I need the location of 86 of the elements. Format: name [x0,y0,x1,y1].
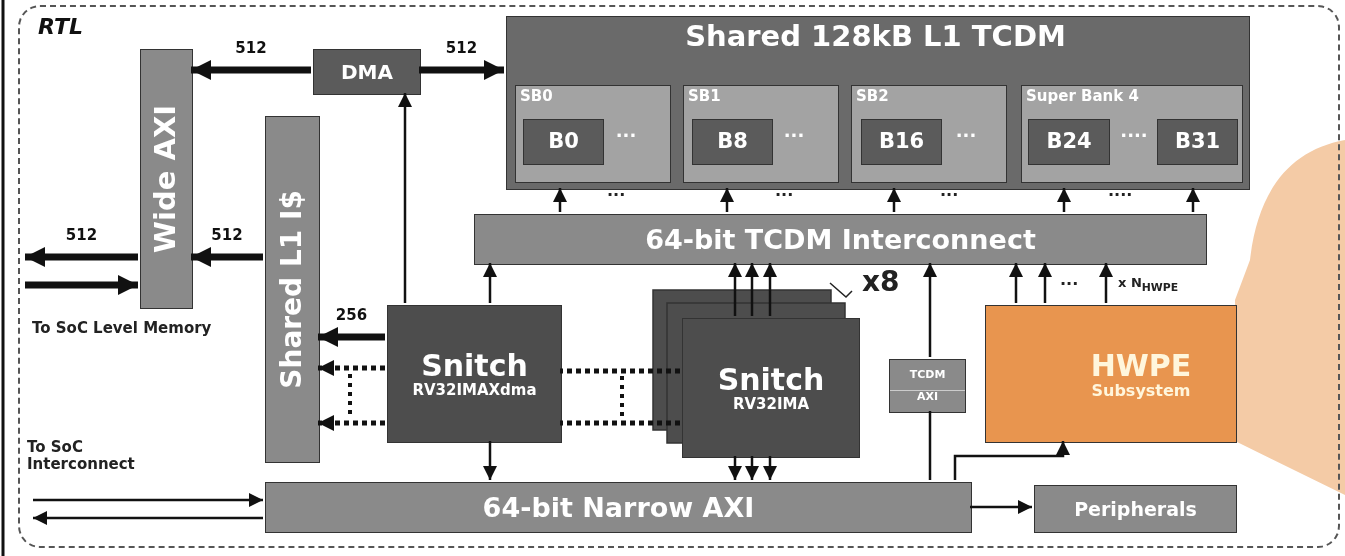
ellipsis: ···· [1108,186,1133,205]
block-subtitle: Subsystem [1091,381,1191,400]
interconnect-bar [474,214,1207,265]
block-title: SB0 [520,88,553,105]
block-title: SB2 [856,88,889,105]
peripherals-block [1034,485,1237,533]
accelerator-block [985,305,1237,443]
core-block [387,305,562,443]
arrow [398,93,412,303]
arrow [887,188,901,212]
bank-group [851,85,1007,183]
block-title: HWPE [1090,348,1192,382]
block-title: TCDM [908,368,947,382]
arrow [483,263,497,303]
bus-bar [265,482,972,533]
ellipsis: ··· [954,126,978,146]
memory-block [506,16,1250,190]
memory-bank [861,119,942,165]
ellipsis: ··· [614,126,638,146]
block-title: DMA [341,61,393,83]
block-title: Wide AXI [150,104,183,253]
cache-block [265,116,320,463]
ellipsis: ··· [1060,275,1079,294]
arrow [720,188,734,212]
bank-group [683,85,839,183]
bank-group [515,85,671,183]
core-block [682,318,860,458]
block-title: SB1 [688,88,721,105]
arrow [923,263,937,357]
note-text: To SoC Interconnect [27,439,136,474]
bus-block [140,49,193,309]
arrow [763,456,777,480]
block-title: Peripherals [1074,498,1197,520]
memory-bank [1028,119,1110,165]
block-subtitle: RV32IMA [732,396,810,413]
adapter-block [889,359,966,413]
block-subtitle: AXI [890,389,965,404]
memory-bank [1157,119,1238,165]
bank-group [1021,85,1243,183]
block-title: B0 [548,130,579,154]
arrow [191,247,263,267]
block-title: B8 [717,130,748,154]
block-title: Super Bank 4 [1026,88,1139,105]
arrow [191,60,311,80]
arrow [1038,263,1052,303]
dotted-arrow [318,415,385,431]
memory-bank [523,119,604,165]
arrow [33,493,263,507]
arrow [1009,263,1023,303]
ellipsis: ··· [940,186,959,205]
block-title: B24 [1046,130,1092,154]
arrow [728,263,742,316]
ellipsis: ··· [607,186,626,205]
ellipsis: ···· [1119,126,1149,146]
dotted-arrow [318,360,385,376]
block-title: Shared 128kB L1 TCDM [684,21,1067,53]
multiplier-label: x N$_{HWPE}$ [1118,276,1179,295]
arrow [970,500,1032,514]
arrow [553,188,567,212]
dma-block [313,49,421,95]
ellipsis: ··· [782,126,806,146]
arrow [419,60,504,80]
arrow [318,327,385,347]
block-title: Snitch [717,363,825,397]
cluster-frame [18,5,1340,548]
arrow [483,441,497,480]
block-title: Shared L1 I$ [277,190,308,389]
arrow [1099,263,1113,303]
arrow [745,456,759,480]
arrow [953,441,1070,480]
arrow [745,263,759,316]
arrow [1057,188,1071,212]
block-title: 64-bit TCDM Interconnect [645,224,1036,255]
arrow [763,263,777,316]
ellipsis: ··· [775,186,794,205]
block-subtitle: RV32IMAXdma [412,382,537,399]
block-title: 64-bit Narrow AXI [482,492,755,523]
arrow [1186,188,1200,212]
memory-bank [692,119,773,165]
arrow [33,511,263,525]
arrow [728,456,742,480]
block-title: B31 [1174,130,1221,154]
multiplier-label: x8 [862,266,900,299]
block-title: Snitch [421,349,528,383]
block-title: RTL [38,15,83,40]
block-title: B16 [878,130,925,154]
